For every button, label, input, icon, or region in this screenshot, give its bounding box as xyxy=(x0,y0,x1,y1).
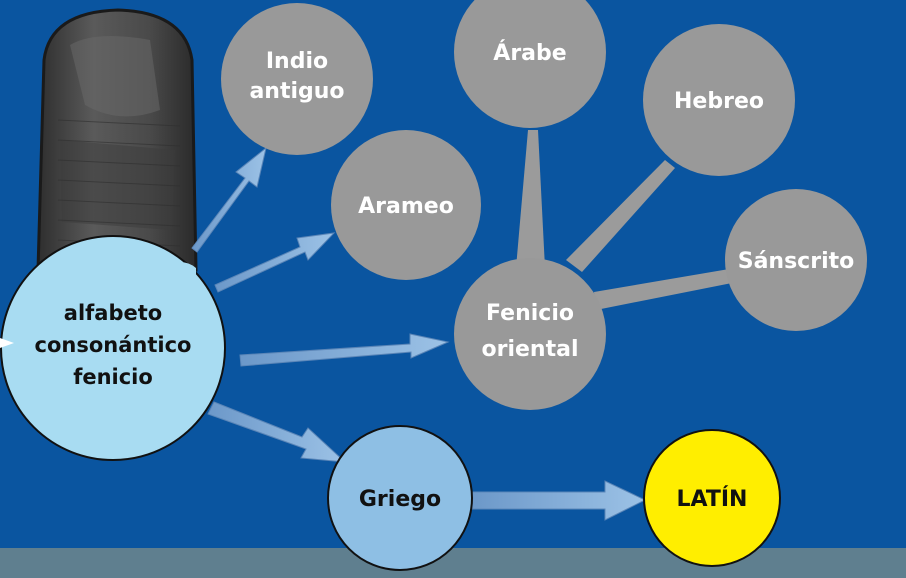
connector-arabe xyxy=(516,130,545,268)
node-hebreo-label: Hebreo xyxy=(674,89,764,114)
connectors xyxy=(516,130,737,310)
arrow-to-fenicio xyxy=(239,333,450,367)
node-griego-label: Griego xyxy=(359,487,441,512)
node-indio: Indio antiguo xyxy=(221,3,373,155)
connector-hebreo xyxy=(566,160,675,272)
node-phoenician-line-2: consonántico xyxy=(35,333,192,357)
node-fenicio-line-2: oriental xyxy=(482,337,579,362)
connector-sanscrito xyxy=(594,268,737,310)
arrows xyxy=(191,146,647,521)
node-phoenician-line-1: alfabeto xyxy=(64,301,162,325)
node-arabe-label: Árabe xyxy=(493,40,566,66)
bottom-band xyxy=(0,548,906,578)
node-griego: Griego xyxy=(327,425,473,571)
node-phoenician: alfabeto consonántico fenicio xyxy=(0,235,226,461)
node-latin-label: LATÍN xyxy=(677,486,748,512)
arrow-to-griego xyxy=(207,401,347,463)
node-sanscrito-label: Sánscrito xyxy=(738,249,855,274)
node-indio-line-1: Indio xyxy=(266,49,328,74)
node-fenicio-oriental: Fenicio oriental xyxy=(454,258,606,410)
arrow-to-indio xyxy=(191,146,267,253)
arrow-to-latin xyxy=(471,480,647,521)
small-white-arrow xyxy=(0,338,14,348)
node-indio-line-2: antiguo xyxy=(249,79,344,104)
arrow-to-arameo xyxy=(214,232,336,293)
node-phoenician-line-3: fenicio xyxy=(73,365,153,389)
node-latin: LATÍN xyxy=(643,429,781,567)
node-arameo-label: Arameo xyxy=(358,194,454,219)
node-fenicio-line-1: Fenicio xyxy=(486,301,574,326)
node-hebreo: Hebreo xyxy=(643,24,795,176)
node-arameo: Arameo xyxy=(331,130,481,280)
node-sanscrito: Sánscrito xyxy=(725,189,867,331)
node-arabe: Árabe xyxy=(454,0,606,128)
stele-image xyxy=(36,8,198,272)
